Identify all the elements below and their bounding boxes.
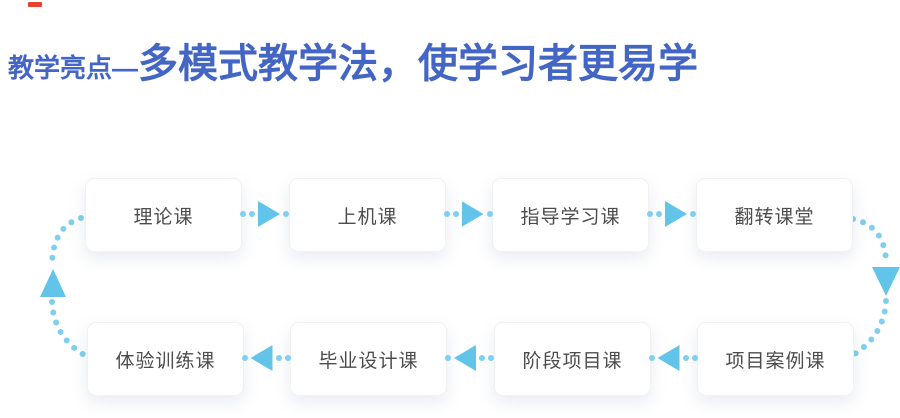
triangle-left-icon — [250, 345, 273, 371]
left-arc-lower-dots — [49, 299, 89, 359]
triangle-left-icon — [657, 345, 680, 371]
step-flipped-classroom: 翻转课堂 — [696, 178, 853, 252]
step-label: 体验训练课 — [115, 350, 216, 372]
arrow-project-case-to-stage-project — [648, 344, 698, 372]
dot-icon — [241, 355, 248, 361]
arrow-graduation-design-to-experience-training — [241, 344, 291, 372]
step-computer-lab-class: 上机课 — [289, 178, 446, 252]
page-title: 教学亮点—多模式教学法，使学习者更易学 — [8, 41, 698, 87]
dot-icon — [691, 355, 698, 361]
step-project-case-class: 项目案例课 — [697, 322, 854, 396]
arrow-stage-project-to-graduation-design — [445, 344, 494, 372]
triangle-right-icon — [461, 201, 484, 227]
left-arc-upper-dots — [49, 215, 84, 265]
dot-icon — [656, 211, 662, 217]
dot-icon — [488, 355, 494, 361]
right-arc-lower-dots — [850, 298, 889, 358]
dot-icon — [443, 211, 450, 217]
page-title-prefix: 教学亮点— — [8, 53, 139, 83]
dot-icon — [452, 211, 459, 217]
red-mark — [28, 2, 42, 7]
step-label: 指导学习课 — [520, 206, 621, 228]
triangle-up-icon — [40, 269, 66, 297]
arrow-computer-lab-to-guided-learning — [443, 200, 493, 228]
triangle-down-icon — [872, 267, 900, 296]
right-arc-upper-dots — [850, 216, 889, 263]
dot-icon — [275, 355, 282, 361]
dot-icon — [445, 355, 451, 361]
dot-icon — [249, 211, 255, 217]
step-label: 项目案例课 — [725, 350, 826, 372]
step-theory-class: 理论课 — [85, 178, 242, 252]
dot-icon — [647, 211, 653, 217]
step-graduation-design-class: 毕业设计课 — [290, 322, 447, 396]
step-stage-project-class: 阶段项目课 — [494, 322, 651, 396]
step-guided-learning-class: 指导学习课 — [492, 178, 649, 252]
step-label: 阶段项目课 — [522, 350, 623, 372]
dot-icon — [682, 355, 689, 361]
dot-icon — [479, 355, 485, 361]
dot-icon — [240, 211, 246, 217]
triangle-left-icon — [454, 345, 476, 371]
arrow-theory-to-computer-lab — [240, 200, 289, 228]
dot-icon — [284, 355, 291, 361]
step-label: 毕业设计课 — [318, 350, 419, 372]
step-experience-training-class: 体验训练课 — [87, 322, 244, 396]
step-label: 理论课 — [133, 206, 194, 228]
dot-icon — [486, 211, 493, 217]
step-label: 翻转课堂 — [734, 206, 815, 228]
arrow-guided-learning-to-flipped-classroom — [647, 200, 696, 228]
dot-icon — [690, 211, 696, 217]
dot-icon — [648, 355, 655, 361]
page-title-main: 多模式教学法，使学习者更易学 — [138, 42, 699, 86]
triangle-right-icon — [665, 201, 687, 227]
triangle-right-icon — [258, 201, 280, 227]
dot-icon — [283, 211, 289, 217]
step-label: 上机课 — [337, 206, 398, 228]
